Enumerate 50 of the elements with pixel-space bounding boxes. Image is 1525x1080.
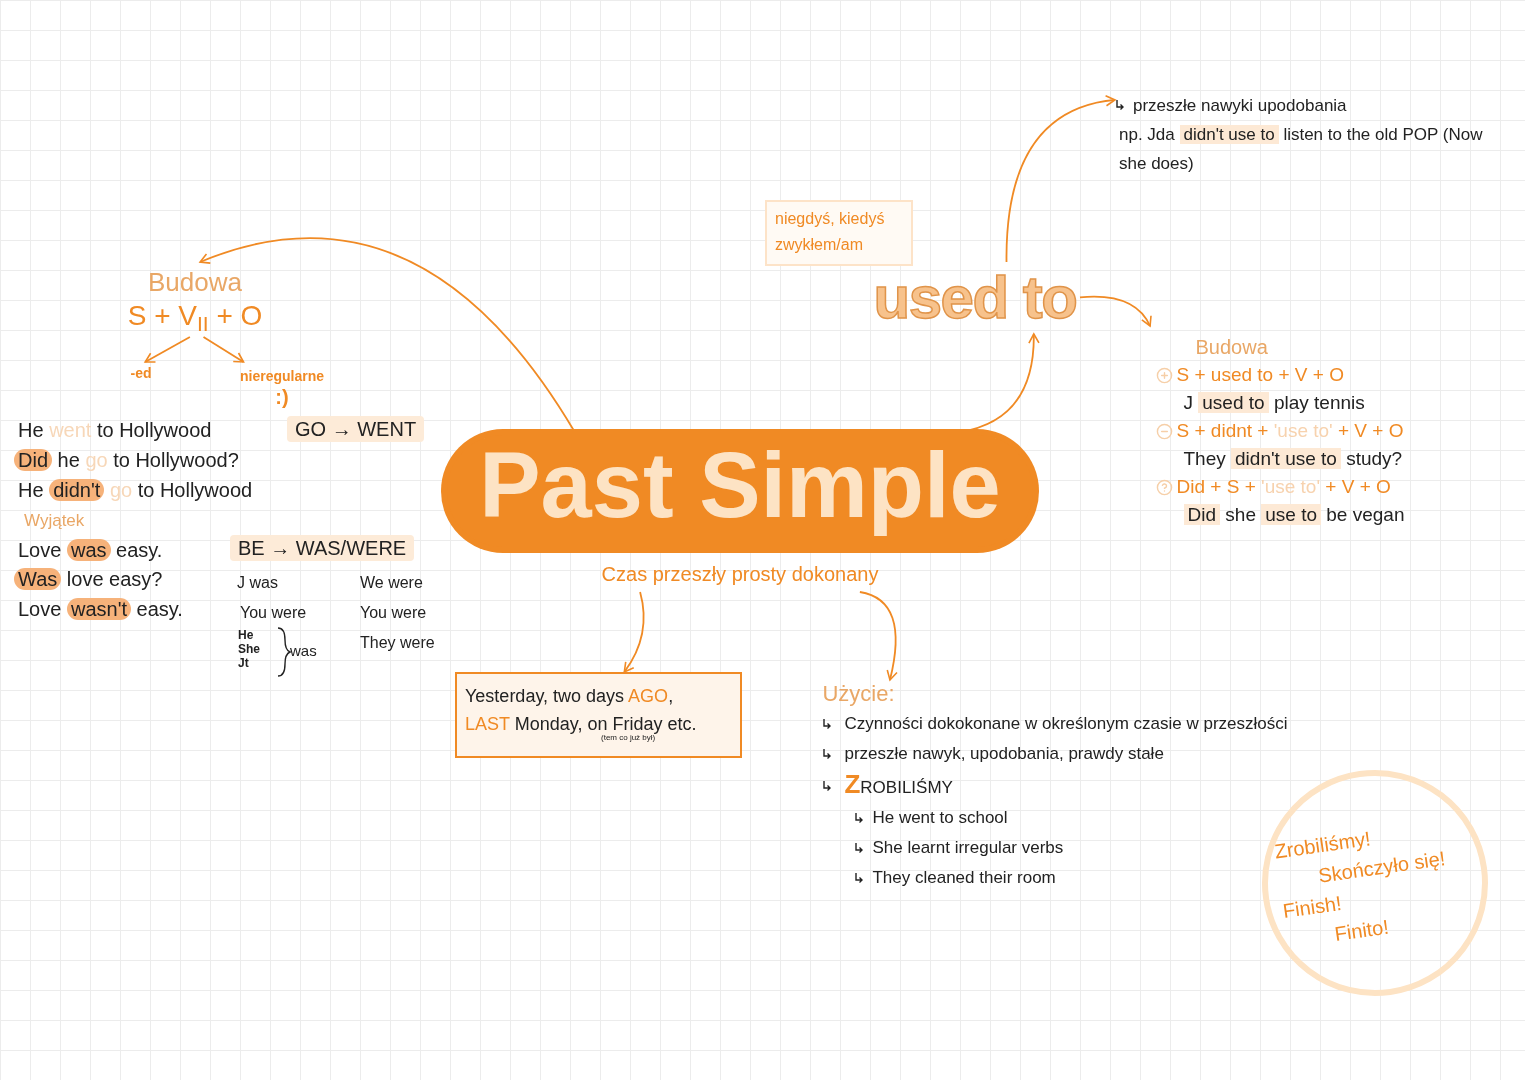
- smiley-text: :): [275, 386, 289, 407]
- grammar-text: We were: [360, 573, 423, 593]
- note-text: niegdyś, kiedyś: [775, 209, 886, 229]
- section-heading: Budowa: [1194, 335, 1269, 360]
- topic-title: used to: [873, 268, 1077, 328]
- note-text: Yesterday, two days AGO,: [465, 685, 675, 708]
- usage-text: przeszłe nawyki upodobania: [1133, 94, 1347, 117]
- formula: S + used to + V + O: [1176, 363, 1344, 387]
- example-sentence: She learnt irregular verbs: [872, 837, 1064, 859]
- grammar-text: He didn't go to Hollywood: [18, 478, 253, 503]
- branch-label: nieregularne: [240, 366, 324, 386]
- grammar-text: You were: [360, 603, 427, 623]
- example-sentence: Did she use to be vegan: [1155, 501, 1405, 529]
- grammar-text: Wyjątek: [24, 510, 85, 532]
- arrow: [1079, 295, 1152, 327]
- grammar-text: Was love easy?: [14, 566, 163, 592]
- footnote: (tem co już był): [601, 734, 656, 742]
- usage-text: Czynności dokokonane w określonym czasie w przeszłości: [844, 713, 1288, 735]
- grammar-text: Love wasn't easy.: [18, 597, 183, 622]
- formula: S + didnt + 'use to' + V + O: [1176, 419, 1404, 443]
- subtitle: Czas przeszły prosty dokonany: [601, 562, 879, 587]
- usage-text: ZROBILIŚMY: [844, 769, 953, 801]
- grammar-text: You were: [240, 603, 307, 623]
- grammar-text: He She Jt: [238, 628, 261, 670]
- grammar-text: He went to Hollywood: [18, 418, 212, 443]
- grammar-text: They were: [360, 633, 435, 653]
- example-sentence: J used to play tennis: [1182, 391, 1366, 415]
- grammar-text: GO → WENT: [287, 416, 425, 442]
- arrow: [202, 336, 245, 363]
- section-heading: Użycie:: [822, 680, 896, 708]
- arrow: [1005, 95, 1116, 263]
- arrow: [859, 591, 898, 681]
- branch-label: -ed: [130, 363, 152, 383]
- arrow: [623, 591, 645, 673]
- note-text: zwykłem/am: [775, 235, 864, 255]
- example-sentence: They cleaned their room: [872, 867, 1056, 889]
- stamp-text: Zrobiliśmy!: [1272, 826, 1372, 863]
- section-heading: Budowa: [148, 265, 242, 299]
- example-sentence: He went to school: [872, 807, 1008, 829]
- arrow: [144, 336, 191, 363]
- grammar-text: Did he go to Hollywood?: [14, 447, 239, 473]
- usage-text: przeszłe nawyk, upodobania, prawdy stałe: [844, 743, 1164, 765]
- formula: Did + S + 'use to' + V + O: [1176, 475, 1391, 499]
- grammar-text: BE → WAS/WERE: [230, 535, 415, 561]
- formula: S + V$_{II}$ + O: [127, 299, 263, 334]
- example-sentence: np. Jda didn't use to listen to the old POP (Now she does): [1118, 123, 1484, 175]
- grammar-text: Love was easy.: [18, 538, 163, 563]
- example-sentence: They didn't use to study?: [1182, 447, 1404, 471]
- grammar-text: was: [290, 641, 317, 661]
- grammar-text: J was: [237, 573, 278, 593]
